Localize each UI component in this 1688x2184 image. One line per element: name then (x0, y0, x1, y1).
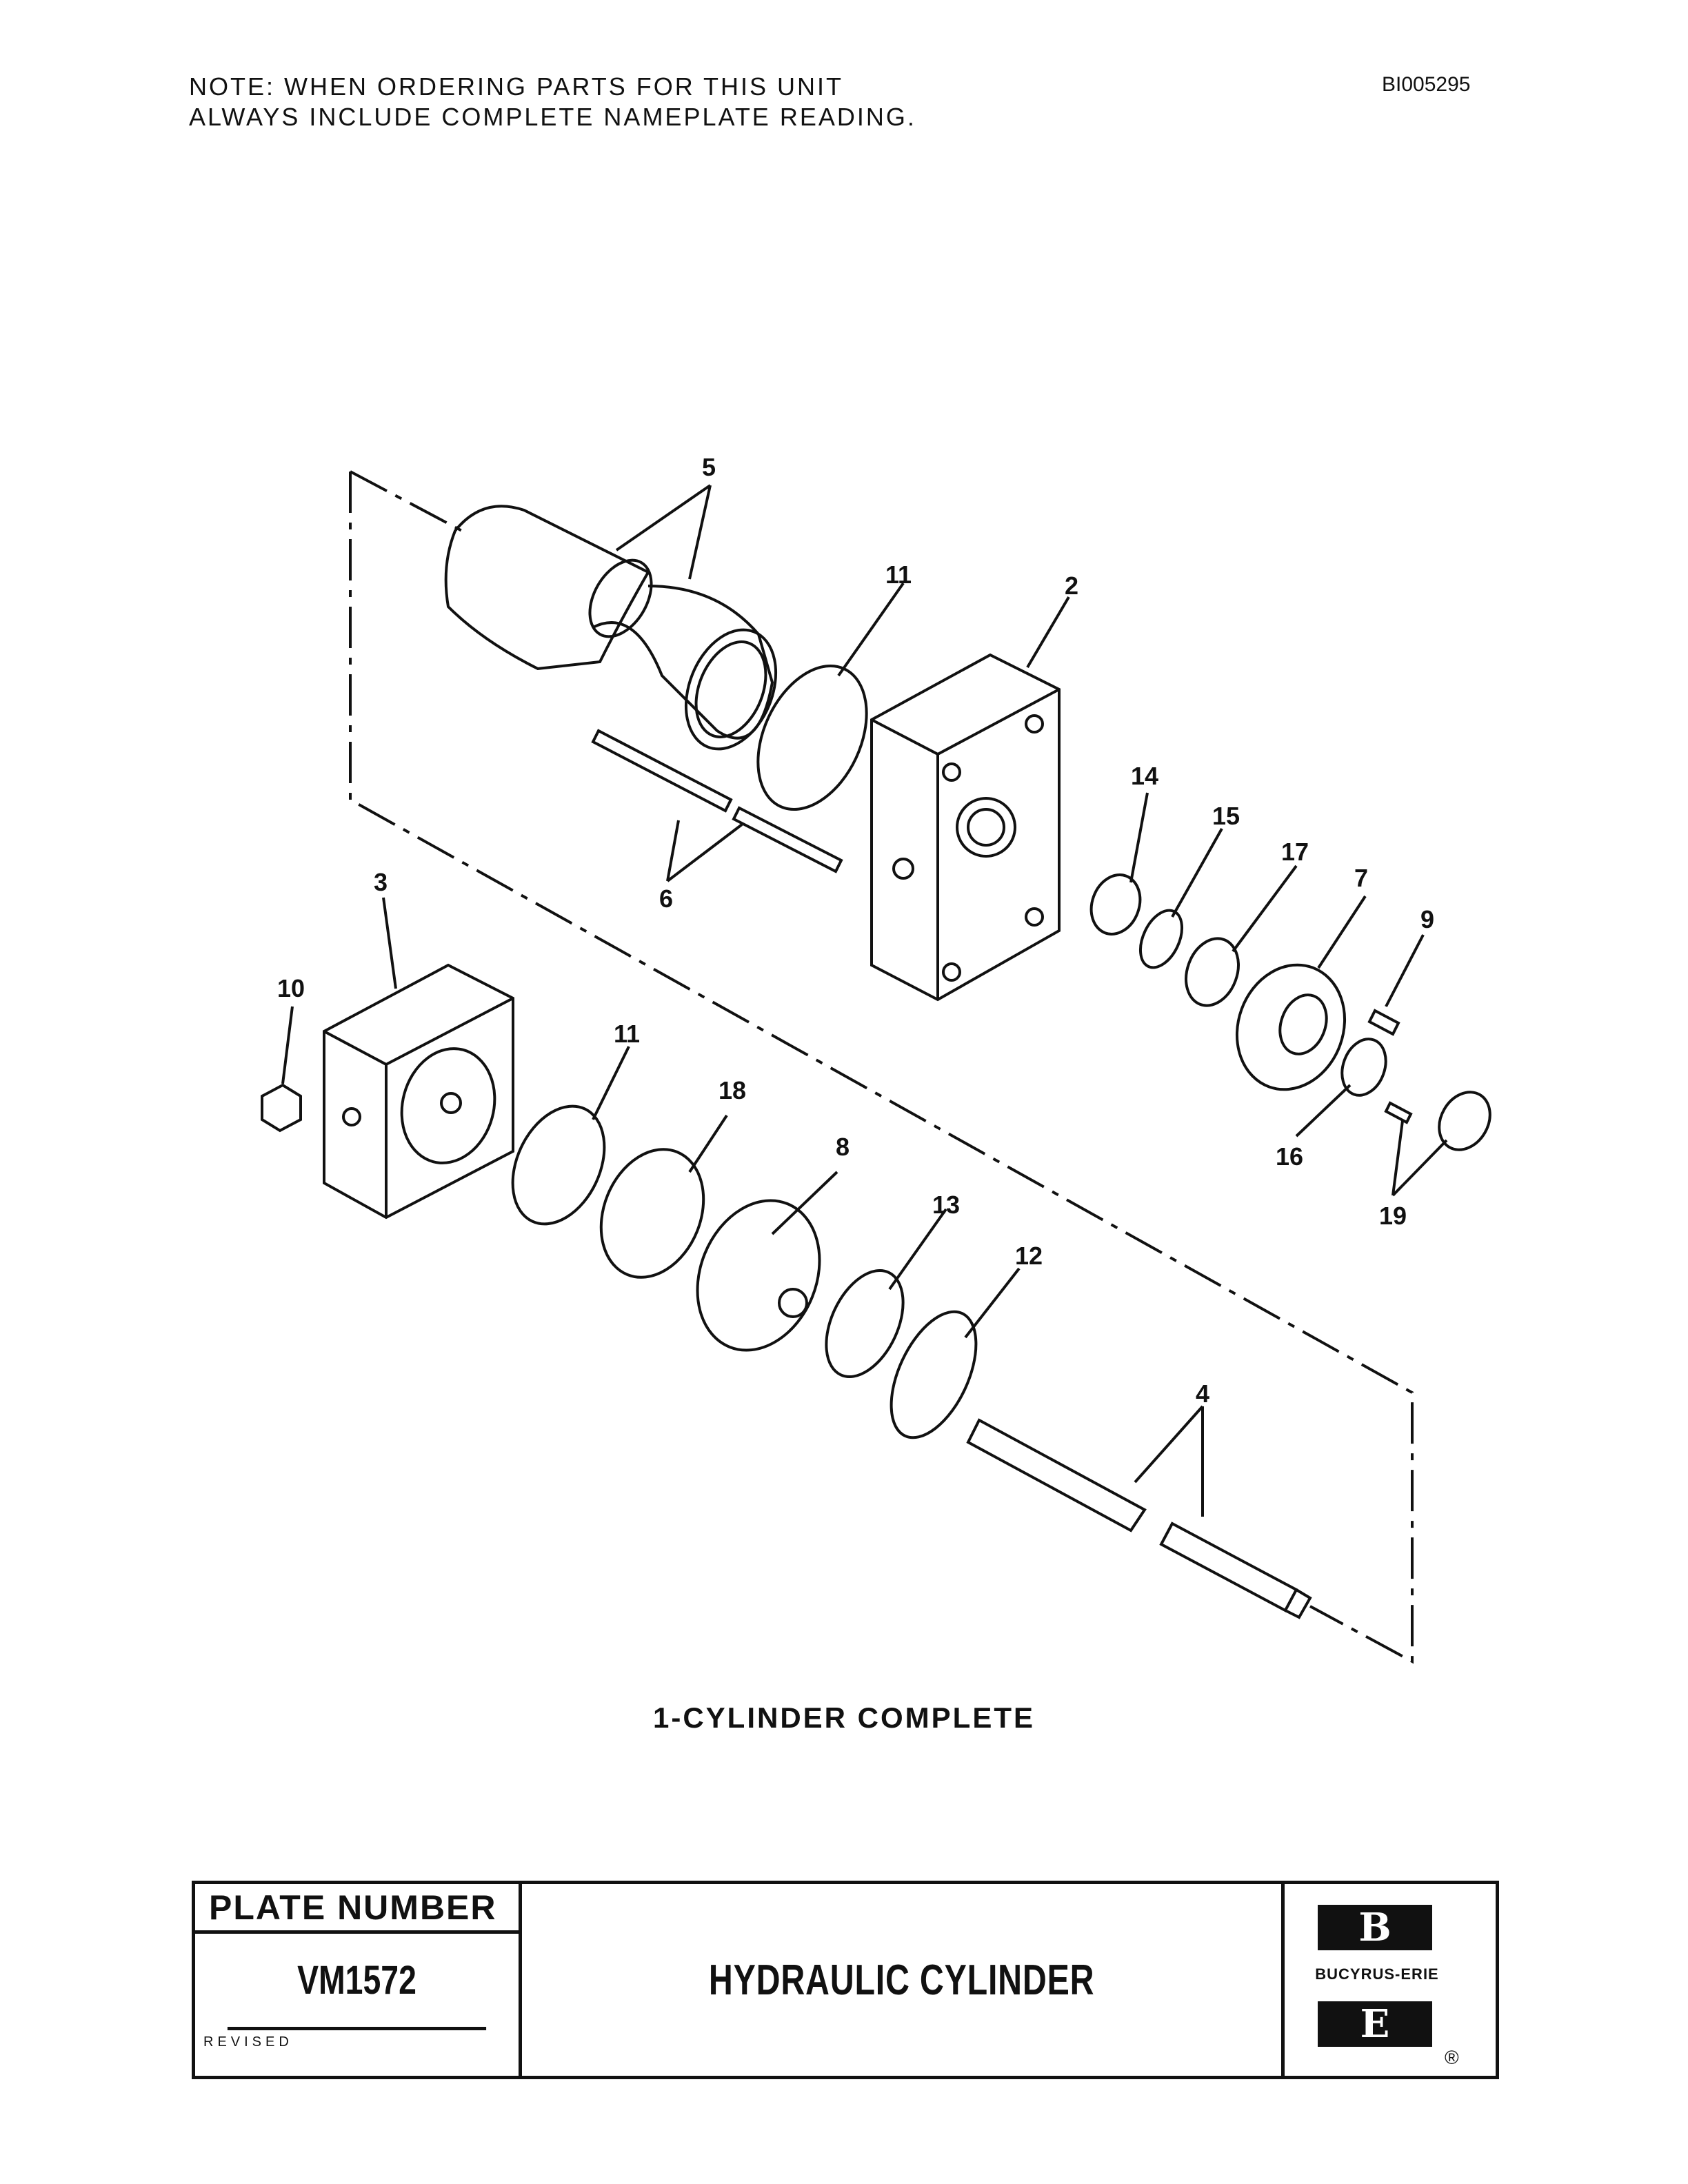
drawing-title: HYDRAULIC CYLINDER (708, 1956, 1095, 2004)
part-8-piston (696, 1199, 821, 1352)
part-12-o-ring (890, 1310, 978, 1439)
drawing-title-cell: HYDRAULIC CYLINDER (522, 1884, 1285, 2076)
callout-8: 8 (836, 1133, 850, 1161)
callout-14: 14 (1131, 762, 1158, 790)
part-11-o-ring-upper (756, 665, 868, 811)
callout-19: 19 (1379, 1202, 1407, 1230)
callout-2: 2 (1065, 572, 1078, 600)
logo-b-block: B (1318, 1905, 1432, 1950)
callout-12: 12 (1015, 1242, 1043, 1270)
part-3-cap-block (323, 963, 514, 1220)
plate-number-label: PLATE NUMBER (195, 1884, 519, 1934)
part-15-o-ring (1138, 909, 1184, 969)
diagram-caption: 1-CYLINDER COMPLETE (652, 1701, 1036, 1734)
callout-6: 6 (659, 884, 673, 913)
callout-13: 13 (932, 1191, 960, 1219)
part-19-clevis (1384, 1091, 1491, 1151)
callout-16: 16 (1276, 1142, 1303, 1171)
part-7-gland (1235, 963, 1347, 1091)
callout-15: 15 (1212, 802, 1240, 830)
logo-e-block: E (1318, 2001, 1432, 2047)
part-13-backup-ring (825, 1268, 905, 1379)
callout-9: 9 (1420, 905, 1434, 933)
leader-lines (281, 484, 1448, 1517)
title-block: PLATE NUMBER VM1572 REVISED HYDRAULIC CY… (192, 1881, 1499, 2079)
assembly-boundary-line (349, 470, 1414, 1664)
registered-mark: ® (1445, 2047, 1459, 2068)
part-5-cylinder-tube (444, 505, 778, 751)
part-11-o-ring-lower (511, 1104, 606, 1226)
document-id: BI005295 (1382, 73, 1471, 96)
bucyrus-erie-logo: B BUCYRUS-ERIE E ® (1285, 1884, 1496, 2076)
callout-11-lower: 11 (614, 1020, 640, 1048)
note-line-2: ALWAYS INCLUDE COMPLETE NAMEPLATE READIN… (189, 103, 916, 131)
plate-number-value: VM1572 (227, 1934, 487, 2030)
part-14-seal (1089, 873, 1142, 936)
part-10-nut (261, 1083, 302, 1133)
callout-labels: 5 11 2 14 15 17 7 9 3 6 10 11 18 8 13 12… (277, 453, 1434, 1408)
callout-18: 18 (719, 1076, 746, 1104)
callout-17: 17 (1281, 838, 1309, 866)
callout-11-upper: 11 (885, 560, 912, 589)
note-line-1: NOTE: WHEN ORDERING PARTS FOR THIS UNIT (189, 72, 844, 101)
part-18-wear-ring (599, 1148, 705, 1279)
callout-10: 10 (277, 974, 305, 1002)
callout-3: 3 (374, 868, 388, 896)
part-4-piston-rod (966, 1418, 1312, 1619)
logo-company-name: BUCYRUS-ERIE (1315, 1965, 1439, 1983)
part-6-tie-rod (591, 729, 843, 873)
callout-5: 5 (702, 453, 716, 481)
callout-7: 7 (1354, 864, 1368, 892)
ordering-note: NOTE: WHEN ORDERING PARTS FOR THIS UNIT … (189, 72, 916, 132)
part-16-wiper (1340, 1038, 1387, 1097)
part-17-bushing (1185, 937, 1240, 1007)
part-2-head-block (870, 653, 1061, 1002)
plate-number-section: PLATE NUMBER VM1572 REVISED (195, 1884, 522, 2076)
callout-4: 4 (1196, 1379, 1209, 1408)
revised-label: REVISED (203, 2034, 293, 2050)
part-9-screw (1367, 1009, 1400, 1036)
